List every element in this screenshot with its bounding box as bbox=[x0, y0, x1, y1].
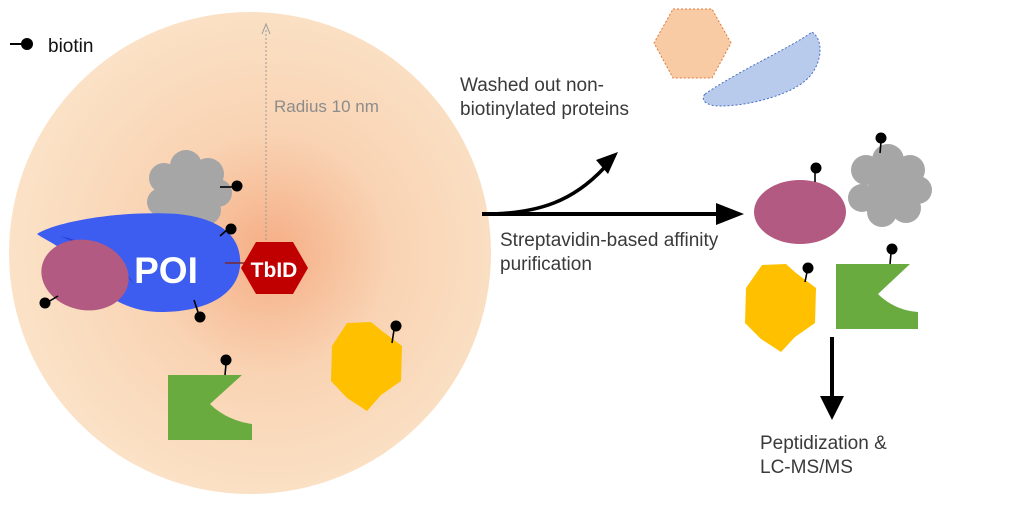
biotin-tag bbox=[193, 299, 206, 323]
purification-label-line1: Streptavidin-based affinity bbox=[500, 230, 719, 251]
radius-arrowhead bbox=[261, 22, 271, 35]
biotin-tag bbox=[810, 162, 822, 182]
washed-out-label-line2: biotinylated proteins bbox=[460, 99, 629, 120]
purified-green-protein bbox=[836, 264, 918, 329]
purification-label-line2: purification bbox=[500, 254, 592, 275]
biotin-legend-label: biotin bbox=[48, 36, 94, 57]
yellow-protein bbox=[331, 322, 402, 411]
purified-magenta-protein bbox=[754, 180, 846, 244]
biotin-tag bbox=[219, 223, 237, 237]
downstream-arrowhead bbox=[820, 396, 844, 420]
biotin-tag bbox=[39, 295, 59, 309]
purification-label: Streptavidin-based affinity purification bbox=[500, 229, 718, 277]
poi-label: POI bbox=[134, 250, 198, 291]
biotin-tag bbox=[220, 180, 243, 192]
washed-out-label-line1: Washed out non- bbox=[460, 75, 604, 96]
biotin-tag bbox=[220, 354, 232, 376]
downstream-label-line2: LC-MS/MS bbox=[760, 457, 853, 478]
biotin-tag bbox=[875, 132, 887, 154]
purification-arrowhead bbox=[716, 203, 744, 225]
biotin-tag bbox=[886, 243, 898, 265]
washout-arrowhead bbox=[596, 152, 618, 174]
downstream-label: Peptidization & LC-MS/MS bbox=[760, 432, 887, 480]
magenta-protein bbox=[41, 239, 129, 311]
gray-cloud-protein bbox=[147, 150, 232, 229]
radius-label: Radius 10 nm bbox=[274, 97, 379, 116]
washed-out-label: Washed out non- biotinylated proteins bbox=[460, 74, 629, 122]
washed-blue-protein bbox=[702, 31, 821, 107]
biotin-tag bbox=[802, 262, 814, 283]
washout-arrow bbox=[483, 166, 606, 216]
purified-gray-cloud-protein bbox=[848, 144, 932, 227]
poi-protein bbox=[37, 213, 241, 312]
purified-yellow-protein bbox=[745, 264, 816, 352]
washed-hexagon-protein bbox=[653, 8, 732, 79]
biotin-legend-icon bbox=[10, 38, 33, 50]
downstream-label-line1: Peptidization & bbox=[760, 433, 887, 454]
tbid-label: TbID bbox=[251, 259, 298, 282]
biotin-tag bbox=[390, 320, 402, 344]
green-protein bbox=[168, 375, 252, 440]
tbid-hexagon bbox=[241, 242, 308, 294]
